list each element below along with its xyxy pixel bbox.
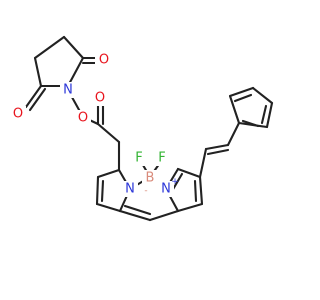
bond <box>226 121 241 147</box>
bond <box>193 179 198 203</box>
bond <box>33 35 66 60</box>
bond <box>123 204 152 216</box>
bond <box>33 56 43 88</box>
bond <box>148 209 180 222</box>
atom-label-nitrogen: N <box>125 182 135 197</box>
atom-label-layer: O O N O O F F B - N N + <box>10 53 179 197</box>
bond <box>241 119 260 128</box>
bond <box>100 179 105 203</box>
bond <box>233 93 253 103</box>
bond <box>96 122 121 144</box>
atom-label-nitrogen: N <box>161 182 171 197</box>
bond <box>265 101 274 129</box>
bond <box>176 202 204 213</box>
bond <box>95 202 122 213</box>
atom-label-oxygen: O <box>95 91 105 106</box>
bond <box>228 86 255 98</box>
bond <box>96 168 121 179</box>
atom-label-oxygen: O <box>78 111 88 126</box>
atom-label-boron: B <box>146 171 155 186</box>
atom-label-fluorine: F <box>135 151 142 166</box>
atom-label-oxygen: O <box>99 53 109 68</box>
atom-label-nitrogen: N <box>63 83 73 98</box>
atom-label-fluorine: F <box>158 151 165 166</box>
bond <box>260 104 268 125</box>
bond <box>62 35 85 60</box>
bond <box>176 167 202 179</box>
bond <box>118 209 152 222</box>
bond <box>198 147 208 179</box>
bond <box>228 94 241 125</box>
bond <box>251 86 274 105</box>
bond <box>206 148 230 156</box>
bond-layer <box>24 35 274 222</box>
molecule-structure: O O N O O F F B - N N + <box>10 35 274 222</box>
atom-charge-nitrogen: + <box>171 177 179 187</box>
bond <box>204 143 230 151</box>
atom-charge-boron: - <box>144 186 147 196</box>
bond <box>24 84 43 109</box>
atom-label-oxygen: O <box>13 107 23 122</box>
molecule-diagram: O O N O O F F B - N N + <box>10 35 274 222</box>
bond <box>95 175 100 206</box>
bond <box>28 87 47 112</box>
bond <box>66 56 85 88</box>
bond <box>198 175 204 206</box>
